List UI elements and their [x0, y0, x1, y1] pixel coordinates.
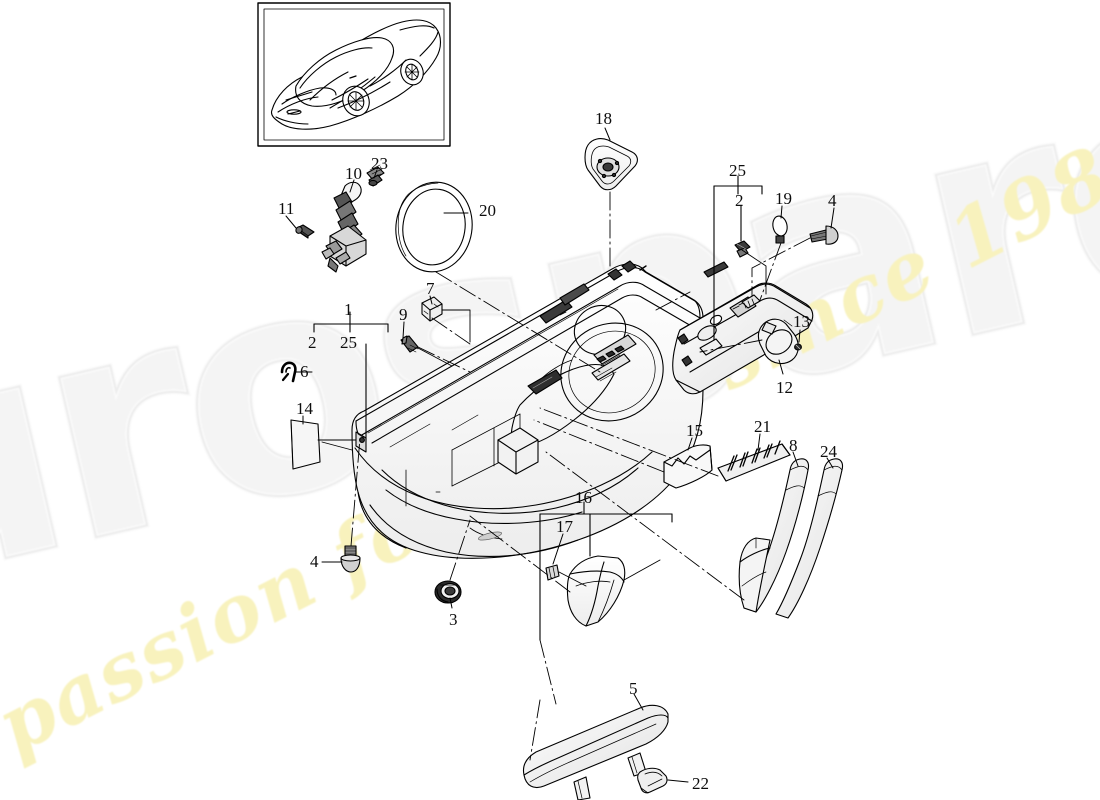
bracket-group-bottom — [539, 501, 673, 641]
part-9-hex-bolt — [400, 335, 419, 353]
part-4-fixing-screw-left — [340, 545, 361, 573]
callout-23: 23 — [371, 154, 388, 173]
part-16-handle-trim-assembly — [566, 555, 626, 627]
callout-10: 10 — [345, 164, 362, 183]
callout-20: 20 — [479, 201, 496, 220]
part-18-mirror-adjust-trim — [584, 138, 638, 191]
callout-19: 19 — [775, 189, 792, 208]
callout-4-left: 4 — [310, 552, 319, 571]
callout-2: 2 — [308, 333, 317, 352]
callout-14: 14 — [296, 399, 313, 418]
window-switch-pack — [591, 334, 637, 382]
callout-4-right: 4 — [828, 191, 837, 210]
callout-12: 12 — [776, 378, 793, 397]
door-trim-panel-main — [351, 261, 729, 559]
part-5-armrest — [522, 704, 669, 800]
callout-8: 8 — [789, 436, 798, 455]
bracket-group-right — [713, 175, 763, 341]
part-11-lever-screw — [295, 224, 315, 239]
callout-3: 3 — [449, 610, 458, 629]
part-2-small-clip-right — [734, 240, 751, 258]
callout-9: 9 — [399, 305, 408, 324]
callout-11: 11 — [278, 199, 295, 218]
callout-15: 15 — [686, 421, 703, 440]
assembly-axis-lines — [350, 191, 811, 761]
part-7-clip-bracket — [421, 296, 443, 322]
part-12-speaker-cover — [757, 318, 799, 365]
door-upper-trim-strip — [672, 282, 814, 395]
part-13-speaker-cover-screw — [794, 343, 802, 351]
panel-clip-marks — [607, 260, 647, 281]
callout-2-right: 2 — [735, 191, 744, 210]
callout-17: 17 — [556, 517, 573, 536]
callout-22: 22 — [692, 774, 709, 793]
leader-lines — [285, 127, 835, 783]
part-19-oval-grommet — [772, 215, 788, 244]
part-15-switch-trim-end-cap — [663, 444, 713, 489]
part-3-grommet-bush — [434, 580, 462, 604]
callout-13: 13 — [793, 312, 810, 331]
callout-1: 1 — [344, 300, 353, 319]
part-24-door-pull-handle-cover — [775, 458, 844, 619]
part-4-fixing-screw-right — [809, 225, 839, 245]
part-23-blind-plug — [366, 164, 385, 187]
callout-7: 7 — [426, 279, 435, 298]
part-8-door-pull-handle — [738, 458, 810, 613]
part-20-oval-seal-ring — [395, 181, 473, 273]
part-22-armrest-bracket — [637, 767, 668, 794]
callout-16: 16 — [575, 488, 592, 507]
callout-6: 6 — [300, 362, 309, 381]
part-17-small-clip — [545, 564, 560, 581]
vehicle-thumbnail — [257, 2, 451, 147]
callout-5: 5 — [629, 679, 638, 698]
part-10-inner-release-lever — [321, 181, 367, 273]
part-14-trim-blank-cover — [290, 419, 321, 470]
connector-lines — [317, 249, 767, 587]
callout-24: 24 — [820, 442, 837, 461]
callout-25-left: 25 — [340, 333, 357, 352]
callout-25-right: 25 — [729, 161, 746, 180]
callout-18: 18 — [595, 109, 612, 128]
part-6-retaining-clip — [280, 361, 297, 383]
inner-handle-bezel — [527, 369, 563, 395]
bracket-group-left — [313, 311, 389, 441]
part-21-model-badge — [717, 440, 791, 482]
callout-21: 21 — [754, 417, 771, 436]
